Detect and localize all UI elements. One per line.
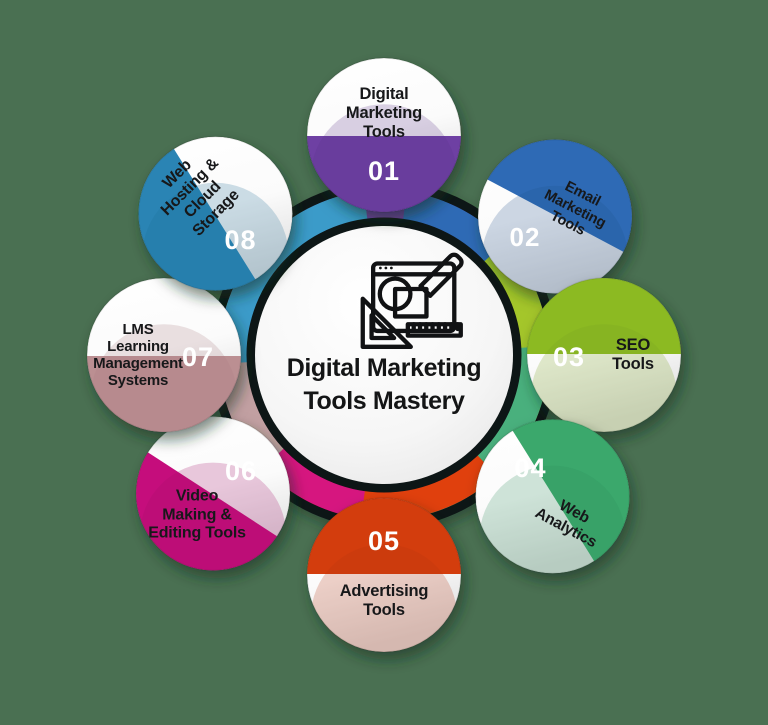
center-title-line2: Tools Mastery <box>303 386 465 415</box>
bubble-shading-01 <box>310 104 458 212</box>
bubble-outline-03 <box>526 277 682 433</box>
bubble-outline-07 <box>86 277 242 433</box>
bubble-07[interactable] <box>0 277 364 576</box>
bubble-shading-03 <box>530 324 678 432</box>
bubble-outline-02 <box>477 138 633 295</box>
bubble-02[interactable] <box>379 0 768 332</box>
bubble-outline-05 <box>306 497 462 653</box>
bubble-01[interactable] <box>184 57 584 356</box>
bubble-shading-04 <box>479 465 626 574</box>
bubble-outline-06 <box>135 415 291 572</box>
bubble-shading-07 <box>90 324 238 432</box>
bubble-outline-04 <box>474 418 631 575</box>
bubble-03[interactable] <box>404 134 768 471</box>
bubble-shading-02 <box>481 185 629 294</box>
design-tools-icon <box>360 252 464 349</box>
bubble-shading-06 <box>139 462 287 571</box>
center-title-line1: Digital Marketing <box>286 354 482 382</box>
bubble-shading-05 <box>310 544 458 652</box>
bubble-outline-01 <box>306 57 462 213</box>
bubble-outline-08 <box>137 135 294 292</box>
bubble-08[interactable] <box>0 45 321 501</box>
bubble-04[interactable] <box>447 210 768 666</box>
center-hub <box>255 226 513 484</box>
ring-outline-inner <box>246 217 522 493</box>
bubble-shading-08 <box>142 182 289 291</box>
center-disc <box>255 226 513 484</box>
bubble-06[interactable] <box>0 385 380 725</box>
center-title: Digital Marketing Tools Mastery <box>268 352 500 417</box>
